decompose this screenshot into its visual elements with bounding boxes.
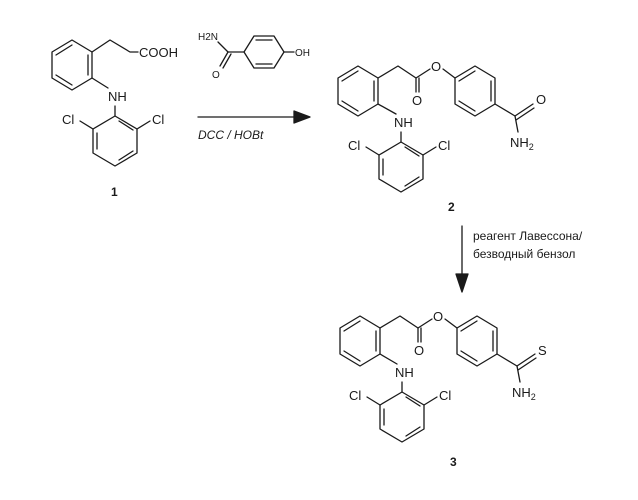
compound-2-nh2-label: NH2: [510, 135, 534, 152]
compound-2-number: 2: [448, 200, 455, 214]
step-2-conditions-line-1: реагент Лавессона/: [473, 229, 583, 243]
compound-3-bond-to-thioamide-c: [497, 354, 517, 366]
compound-2-bond-to-cl-right: [423, 147, 436, 155]
compound-2-bond-to-cl-left: [366, 147, 379, 155]
reagent-h2n-label: H2N: [198, 32, 218, 43]
reaction-arrow-2: [456, 226, 468, 292]
arrow-2-head: [456, 274, 468, 292]
reagent-oh-label: OH: [295, 48, 310, 59]
compound-3-nh2-label: NH2: [512, 385, 536, 402]
reagent-bond-n-to-c: [218, 42, 228, 52]
compound-3-structure: O O S NH2 NH Cl Cl: [340, 309, 547, 442]
compound-2-cl-right-label: Cl: [438, 138, 450, 153]
arrow-1-head: [294, 111, 310, 123]
compound-1-ch2-cooh-chain: [92, 40, 138, 52]
compound-3-aryl-ring: [457, 316, 497, 366]
compound-3-bond-to-cl-right: [424, 397, 437, 405]
reagent-carbonyl-bond: [220, 52, 228, 66]
compound-1-cl-right-label: Cl: [152, 112, 164, 127]
compound-2-structure: O O O NH2 NH Cl Cl: [338, 59, 546, 192]
compound-2-phenylacetic-ring: [338, 66, 378, 116]
compound-1-bond-to-cl-right: [137, 121, 150, 129]
compound-1-number: 1: [111, 185, 118, 199]
compound-3-phenylacetic-ring: [340, 316, 380, 366]
compound-3-ester-o-label: O: [433, 309, 443, 324]
compound-3-bond-to-cl-left: [367, 397, 380, 405]
reagent-ring: [244, 36, 284, 68]
reagent-o-label: O: [212, 70, 220, 81]
compound-1-bond-to-cl-left: [80, 121, 93, 129]
compound-3-ester-chain: [380, 316, 432, 328]
reagent-4-hydroxybenzamide: H2N O OH: [198, 32, 310, 81]
step-2-conditions-line-2: безводный бензол: [473, 247, 575, 261]
compound-3-nh-label: NH: [395, 365, 414, 380]
compound-1-phenylacetic-ring: [52, 40, 92, 90]
compound-1-dichlorophenyl-ring: [93, 116, 137, 166]
compound-2-carbonyl-o-label: O: [412, 93, 422, 108]
compound-1-structure: COOH NH Cl Cl: [52, 40, 178, 166]
compound-3-bond-to-nh: [380, 354, 397, 364]
compound-2-ester-o-label: O: [431, 59, 441, 74]
step-1-conditions: DCC / HOBt: [198, 128, 264, 142]
compound-2-cl-left-label: Cl: [348, 138, 360, 153]
compound-2-bond-to-amide-c: [495, 104, 515, 116]
compound-3-cl-right-label: Cl: [439, 388, 451, 403]
compound-2-aryl-ring: [455, 66, 495, 116]
compound-2-amide-o-label: O: [536, 92, 546, 107]
compound-1-cl-left-label: Cl: [62, 112, 74, 127]
compound-3-s-label: S: [538, 343, 547, 358]
reagent-carbonyl-double: [223, 54, 231, 68]
compound-3-carbonyl-o-label: O: [414, 343, 424, 358]
compound-2-nh-label: NH: [394, 115, 413, 130]
reaction-arrow-1: [198, 111, 310, 123]
compound-1-bond-to-nh: [92, 78, 108, 88]
compound-2-ester-chain: [378, 66, 430, 78]
compound-3-bond-o-to-ring: [445, 319, 457, 328]
compound-2-bond-o-to-ring: [443, 69, 455, 78]
compound-3-dichlorophenyl-ring: [380, 392, 424, 442]
compound-1-nh-label: NH: [108, 89, 127, 104]
compound-1-cooh-label: COOH: [139, 45, 178, 60]
compound-3-cl-left-label: Cl: [349, 388, 361, 403]
compound-2-dichlorophenyl-ring: [379, 142, 423, 192]
compound-2-bond-to-nh: [378, 104, 396, 114]
compound-3-number: 3: [450, 455, 457, 469]
